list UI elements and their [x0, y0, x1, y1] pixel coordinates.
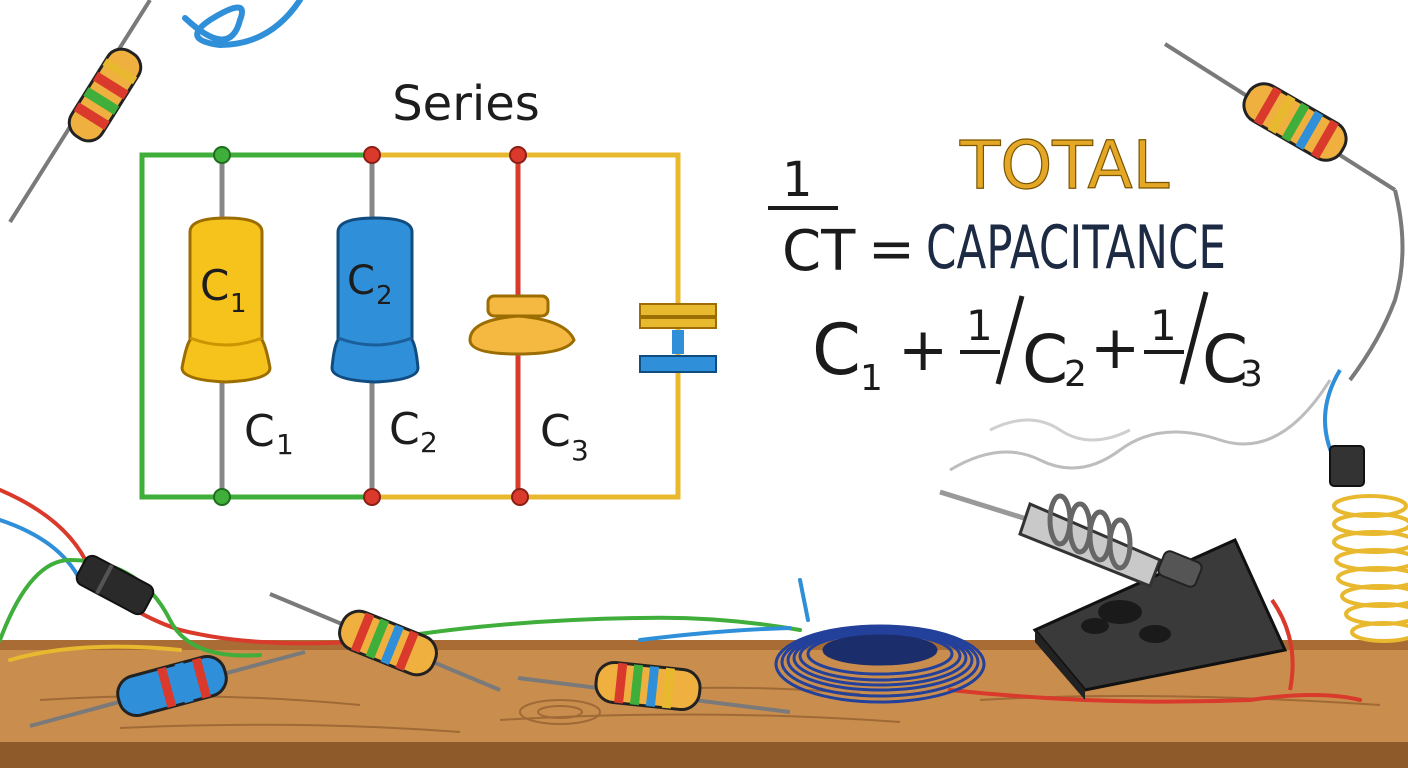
- capacitor-c2-subscript: 2: [376, 281, 393, 311]
- formula-numerator: 1: [782, 152, 813, 208]
- resistor-icon: [29, 650, 306, 728]
- resistor-icon: [269, 592, 501, 692]
- capacitor-c1-subscript: 1: [230, 289, 247, 319]
- slash-3: [1179, 291, 1209, 385]
- formula-term3: C: [1202, 321, 1248, 398]
- wire-label-c1: C 1: [244, 406, 294, 461]
- resistor-icon: [8, 0, 152, 224]
- formula-term2: C: [1022, 321, 1068, 398]
- wire-label-c2: C 2: [389, 404, 438, 459]
- svg-text:C: C: [244, 406, 275, 457]
- node-bottom-2: [363, 488, 381, 506]
- formula-equals: =: [868, 217, 915, 282]
- formula-term1-sub: 1: [860, 358, 883, 399]
- svg-text:2: 2: [420, 426, 438, 459]
- formula-plus-2: +: [1090, 313, 1140, 383]
- formula-term1: C: [812, 309, 861, 391]
- formula-plus-1: +: [898, 315, 948, 385]
- wire-label-c3: C 3: [540, 406, 589, 467]
- slash-2: [995, 295, 1025, 385]
- wire-coil-icon: [774, 624, 986, 704]
- formula-title-capacitance: CAPACITANCE: [926, 213, 1226, 283]
- formula-term2-sub: 2: [1064, 354, 1087, 395]
- formula: 1 CT = TOTAL CAPACITANCE C 1 + 1 C 2 + 1…: [768, 126, 1263, 399]
- resistor-icon: [517, 660, 791, 714]
- node-top-3: [509, 146, 527, 164]
- resistor-icon: [1163, 42, 1405, 382]
- squiggle-wire: [182, 0, 303, 49]
- node-top-2: [363, 146, 381, 164]
- capacitor-c3-icon: [468, 294, 576, 356]
- formula-frac3-numerator: 1: [1150, 301, 1177, 350]
- svg-text:1: 1: [276, 428, 294, 461]
- capacitor-c1-icon: C 1: [180, 216, 272, 384]
- node-bottom-1: [213, 488, 231, 506]
- capacitor-c1-label: C: [200, 261, 229, 310]
- svg-text:3: 3: [571, 434, 589, 467]
- diagram-title: Series: [392, 76, 540, 132]
- svg-text:C: C: [389, 404, 420, 455]
- circuit-diagram: C 1 C 2 C 1 C 2: [139, 76, 717, 506]
- capacitor-c2-icon: C 2: [330, 216, 420, 384]
- wire-connector-icon: [75, 554, 155, 616]
- node-top-1: [213, 146, 231, 164]
- formula-denominator: CT: [782, 219, 856, 284]
- capacitor-c2-label: C: [347, 258, 375, 304]
- coiled-cord-icon: [1323, 368, 1408, 643]
- svg-text:C: C: [540, 406, 571, 457]
- node-bottom-3: [511, 488, 529, 506]
- capacitor-symbol-icon: [639, 303, 717, 373]
- formula-frac2-numerator: 1: [966, 301, 993, 350]
- formula-title-total: TOTAL: [959, 127, 1170, 204]
- formula-term3-sub: 3: [1240, 354, 1263, 395]
- soldering-iron-icon: [939, 379, 1332, 700]
